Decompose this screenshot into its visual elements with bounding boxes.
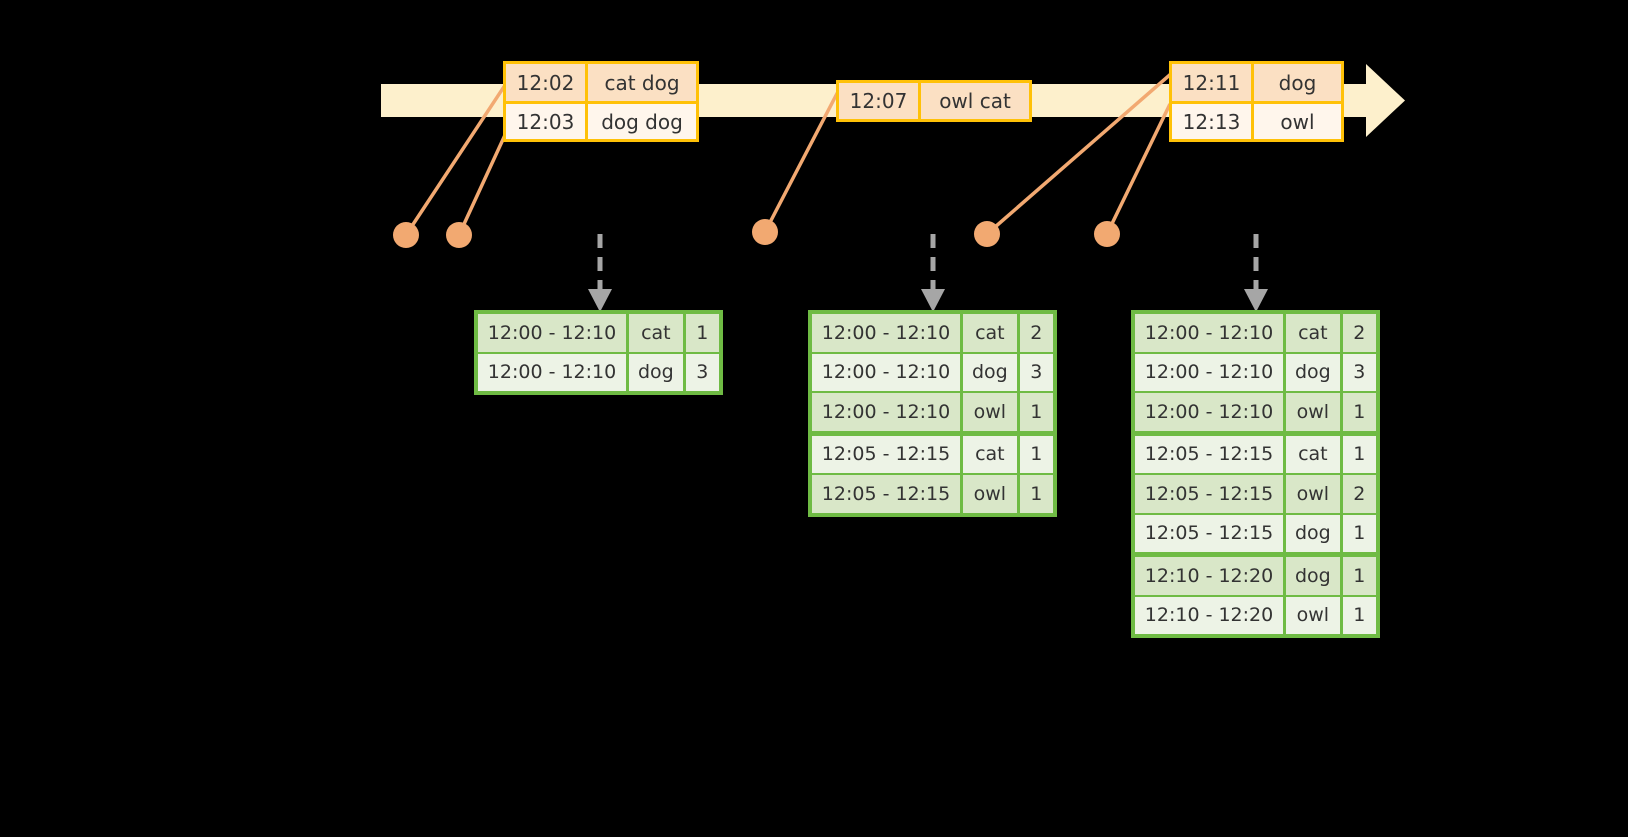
cell-window: 12:00 - 12:10 [812, 393, 961, 431]
cell-key: owl [963, 393, 1017, 431]
cell-count: 1 [1342, 435, 1376, 473]
event-time: 12:11 [1172, 64, 1254, 102]
event-value: dog dog [588, 104, 696, 139]
cell-key: dog [963, 353, 1017, 391]
event-row: 12:13 owl [1172, 101, 1341, 139]
cell-key: cat [963, 314, 1017, 352]
cell-count: 1 [685, 314, 719, 352]
cell-key: dog [629, 353, 683, 391]
connector-dot-1 [393, 222, 419, 248]
cell-key: dog [1286, 514, 1340, 552]
cell-key: owl [1286, 393, 1340, 431]
cell-window: 12:00 - 12:10 [1135, 393, 1284, 431]
cell-key: owl [1286, 475, 1340, 513]
timeline-arrowhead [1366, 64, 1405, 137]
cell-count: 1 [1019, 475, 1053, 513]
cell-key: dog [1286, 353, 1340, 391]
cell-count: 2 [1342, 314, 1376, 352]
events-group-3: 12:11 dog 12:13 owl [1169, 61, 1344, 142]
cell-count: 1 [1342, 596, 1376, 634]
connector-dot-3 [752, 219, 778, 245]
cell-window: 12:05 - 12:15 [1135, 514, 1284, 552]
cell-key: owl [963, 475, 1017, 513]
event-row: 12:11 dog [1172, 64, 1341, 102]
event-row: 12:07 owl cat [839, 83, 1029, 119]
event-row: 12:02 cat dog [506, 64, 696, 102]
cell-count: 1 [1019, 393, 1053, 431]
emit-arrowheads [588, 289, 1268, 312]
connector-dot-2 [446, 222, 472, 248]
cell-key: cat [629, 314, 683, 352]
events-group-2: 12:07 owl cat [836, 80, 1032, 122]
event-value: owl cat [921, 83, 1029, 119]
connector-dots [393, 219, 1120, 248]
event-value: cat dog [588, 64, 696, 102]
cell-key: cat [963, 435, 1017, 473]
cell-count: 3 [685, 353, 719, 391]
connector-line-3 [763, 81, 845, 233]
cell-count: 3 [1019, 353, 1053, 391]
event-value: owl [1254, 104, 1341, 139]
cell-count: 1 [1342, 514, 1376, 552]
cell-count: 1 [1342, 393, 1376, 431]
cell-window: 12:00 - 12:10 [478, 353, 627, 391]
connector-line-5 [1105, 103, 1172, 235]
cell-key: cat [1286, 435, 1340, 473]
event-value: dog [1254, 64, 1341, 102]
event-time: 12:07 [839, 83, 921, 119]
emit-arrowhead-3 [1244, 289, 1268, 312]
cell-window: 12:10 - 12:20 [1135, 596, 1284, 634]
cell-count: 1 [1342, 557, 1376, 595]
connector-dot-4 [974, 221, 1000, 247]
cell-window: 12:00 - 12:10 [1135, 353, 1284, 391]
event-time: 12:02 [506, 64, 588, 102]
cell-window: 12:05 - 12:15 [1135, 475, 1284, 513]
cell-window: 12:05 - 12:15 [1135, 435, 1284, 473]
cell-window: 12:05 - 12:15 [812, 435, 961, 473]
cell-key: dog [1286, 557, 1340, 595]
cell-key: cat [1286, 314, 1340, 352]
cell-window: 12:00 - 12:10 [478, 314, 627, 352]
cell-window: 12:00 - 12:10 [812, 353, 961, 391]
event-time: 12:03 [506, 104, 588, 139]
events-group-1: 12:02 cat dog 12:03 dog dog [503, 61, 699, 142]
cell-window: 12:00 - 12:10 [812, 314, 961, 352]
cell-window: 12:10 - 12:20 [1135, 557, 1284, 595]
cell-count: 2 [1019, 314, 1053, 352]
cell-count: 2 [1342, 475, 1376, 513]
cell-window: 12:00 - 12:10 [1135, 314, 1284, 352]
cell-count: 3 [1342, 353, 1376, 391]
connector-dot-5 [1094, 221, 1120, 247]
emit-arrowhead-2 [921, 289, 945, 312]
cell-key: owl [1286, 596, 1340, 634]
cell-window: 12:05 - 12:15 [812, 475, 961, 513]
event-time: 12:13 [1172, 104, 1254, 139]
cell-count: 1 [1019, 435, 1053, 473]
emit-arrowhead-1 [588, 289, 612, 312]
event-row: 12:03 dog dog [506, 101, 696, 139]
emit-arrows [597, 234, 1259, 290]
